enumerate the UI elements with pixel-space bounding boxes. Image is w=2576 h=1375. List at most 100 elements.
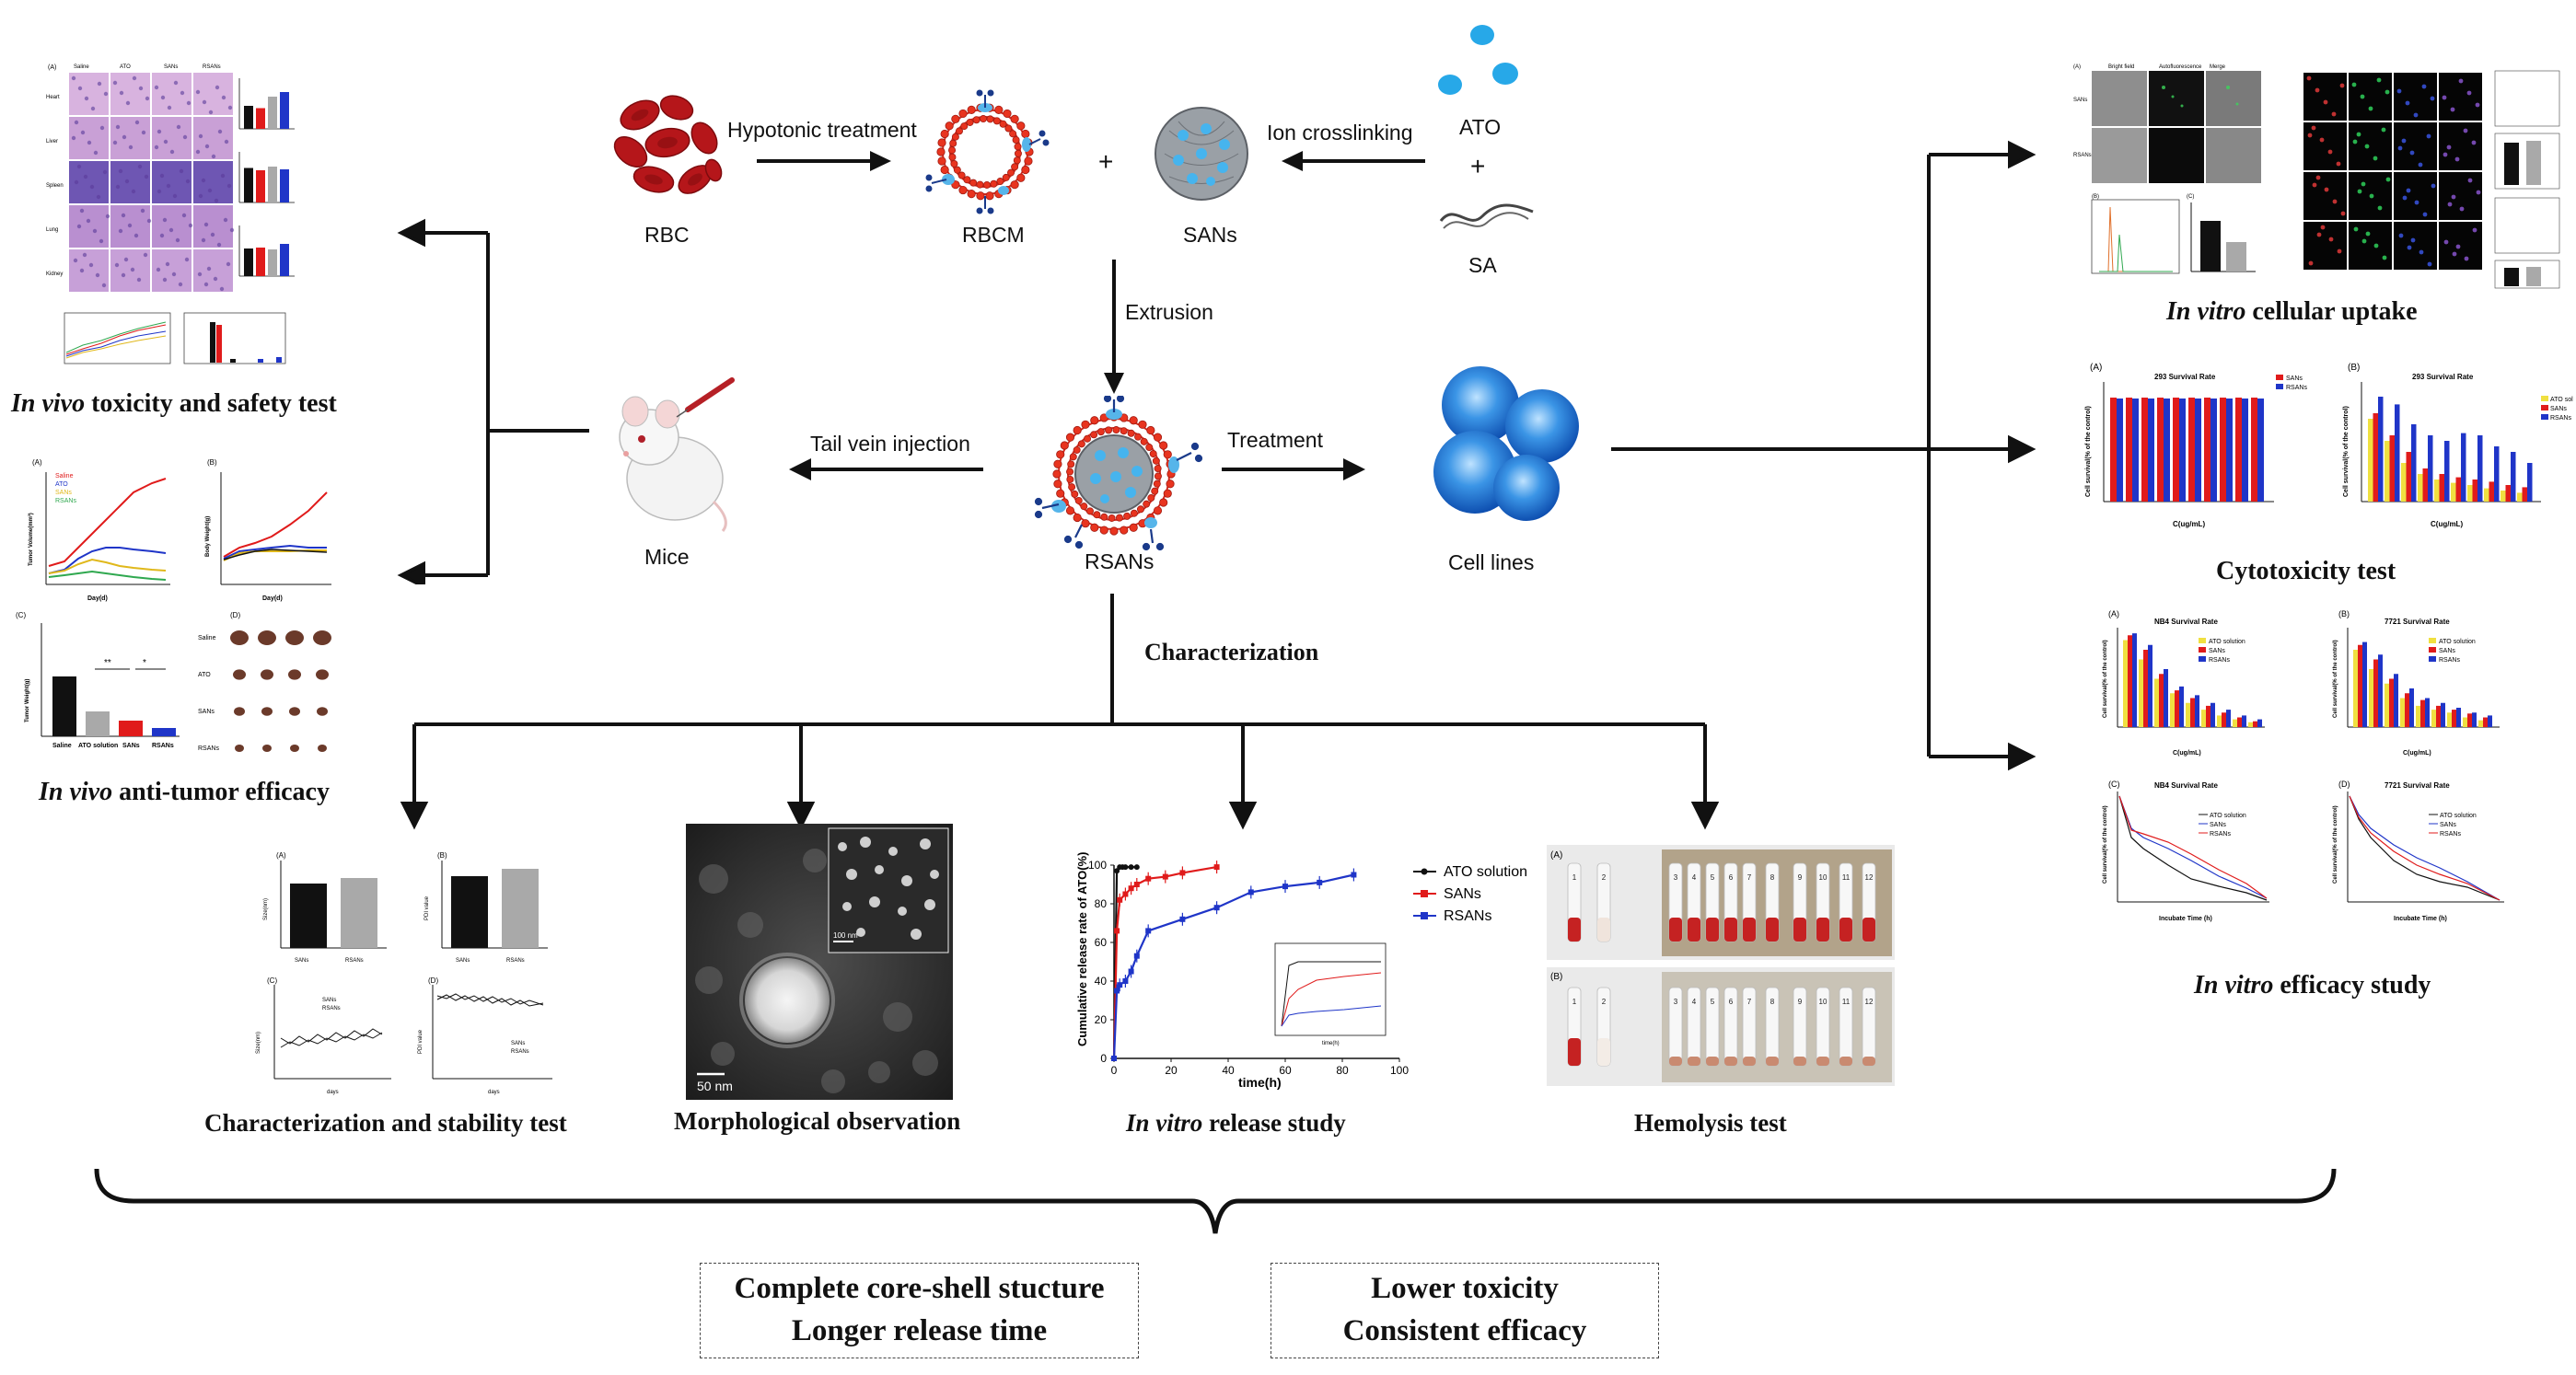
mini-bar	[244, 106, 253, 129]
release-x-tick-label: 80	[1336, 1064, 1349, 1077]
ve-leg-c-2: RSANs	[2210, 831, 2231, 838]
eff-panel-c: (C)	[16, 611, 26, 619]
ion-label: Ion crosslinking	[1267, 121, 1413, 144]
ve-bar	[2425, 698, 2430, 727]
lipid-head	[1093, 511, 1101, 519]
fluor-cell	[2402, 195, 2408, 201]
lipid-head	[980, 115, 988, 123]
he-nucleus	[82, 252, 87, 258]
he-tile	[110, 249, 150, 292]
eff-sig-1: *	[143, 658, 146, 668]
release-x-tick-label: 100	[1390, 1064, 1409, 1077]
hemolysis-tube-label: 12	[1865, 873, 1874, 882]
lipid-head	[1056, 489, 1065, 498]
fluor-cell	[2472, 227, 2477, 233]
hemolysis-liquid	[1839, 1057, 1852, 1066]
ve-bar	[2148, 644, 2152, 727]
fluor-cell	[2452, 251, 2457, 257]
cyt-bar	[2444, 441, 2450, 502]
lipid-head	[1014, 143, 1022, 151]
he-nucleus	[198, 193, 203, 199]
ato-label: ATO	[1459, 115, 1502, 139]
he-nucleus	[133, 233, 139, 238]
lipid-head	[994, 105, 1004, 114]
ve-ylabel-a: Cell survival(% of the control)	[2103, 640, 2108, 718]
he-nucleus	[90, 106, 96, 111]
cyt-bar	[2511, 452, 2516, 502]
hemolysis-tube-label: 6	[1729, 998, 1734, 1006]
he-nucleus	[83, 174, 88, 179]
ve-bar	[2132, 633, 2137, 727]
he-nucleus	[211, 154, 216, 159]
he-nucleus	[213, 276, 218, 282]
lipid-head	[1127, 429, 1135, 437]
lipid-head	[937, 138, 946, 147]
cyt-bars-a	[2110, 398, 2264, 502]
lipid-head	[945, 121, 954, 131]
cyt-bar	[2395, 404, 2400, 502]
cyt-ylabel-b: Cell survival(% of the control)	[2343, 406, 2350, 497]
lipid-head	[1060, 441, 1069, 450]
ve-leg-d-0: ATO solution	[2440, 813, 2477, 819]
release-ylabel: Cumulative release rate of ATO(%)	[1075, 852, 1089, 1046]
characterization-tree	[400, 594, 1720, 830]
uptake-figure: (A) Bright field Autofluorescence Merge …	[2071, 60, 2564, 290]
hemolysis-caption: Hemolysis test	[1634, 1109, 1787, 1137]
hemolysis-tube-label: 4	[1692, 998, 1697, 1006]
fluor-cell	[2407, 245, 2412, 250]
release-inset-xlabel: time(h)	[1322, 1041, 1340, 1046]
fluor-cell	[2356, 132, 2361, 137]
fluor-cell	[2385, 177, 2391, 182]
toxicity-figure: (A) Saline ATO SANs RSANs Heart Liver Sp…	[46, 60, 341, 373]
he-nucleus	[224, 139, 229, 144]
he-tile	[110, 161, 150, 203]
cyt-bar	[2389, 435, 2395, 502]
lipid-head	[1013, 156, 1021, 165]
cyt-bar	[2368, 419, 2373, 502]
eff-panel-d: (D)	[230, 611, 240, 619]
fluor-cell	[2365, 231, 2371, 237]
he-nucleus	[178, 282, 183, 287]
he-nucleus	[125, 100, 131, 106]
fluor-tile	[2439, 172, 2482, 220]
he-nucleus	[146, 218, 152, 224]
ve-title-b: 7721 Survival Rate	[2385, 618, 2450, 626]
lipid-head	[1146, 425, 1155, 435]
fluor-cell	[2336, 161, 2341, 167]
arrow-treatment	[1222, 458, 1365, 480]
eff-photo-row-0: Saline	[198, 635, 216, 641]
treatment-label: Treatment	[1227, 428, 1323, 452]
he-nucleus	[204, 144, 210, 149]
cyt-bar	[2373, 413, 2378, 502]
release-leg-0: ATO solution	[1444, 864, 1527, 880]
lipid-head	[986, 115, 994, 123]
ve-bar	[2478, 720, 2483, 727]
he-nucleus	[182, 134, 188, 140]
hemolysis-tube-label: 11	[1842, 998, 1851, 1006]
conclusion-box-structure: Complete core-shell stucture Longer rele…	[700, 1263, 1139, 1358]
toxicity-caption-rest: toxicity and safety test	[85, 389, 337, 418]
he-tile	[193, 73, 233, 115]
ve-bar	[2373, 659, 2378, 727]
hemolysis-liquid	[1743, 1057, 1756, 1066]
cyt-bar	[2148, 399, 2154, 502]
fluor-tile	[2303, 73, 2347, 121]
hemolysis-liquid	[1724, 1057, 1737, 1066]
he-nucleus	[84, 96, 89, 101]
up-panel-b: (B)	[2092, 194, 2099, 200]
he-nucleus	[140, 208, 145, 214]
tumor-photos	[230, 630, 331, 752]
rbc-icon	[613, 95, 723, 194]
he-nucleus	[173, 80, 179, 86]
lipid-head	[1123, 512, 1131, 520]
cyt-bar	[2157, 398, 2164, 502]
he-nucleus	[157, 129, 162, 134]
hemolysis-liquid	[1724, 918, 1737, 942]
fluor-cell	[2316, 232, 2322, 237]
lipid-head	[1138, 420, 1147, 429]
cyt-bar	[2422, 468, 2428, 502]
he-nucleus	[162, 277, 168, 283]
fluor-cell	[2455, 244, 2461, 249]
ve-bar	[2143, 650, 2148, 727]
lipid-head	[936, 147, 946, 156]
